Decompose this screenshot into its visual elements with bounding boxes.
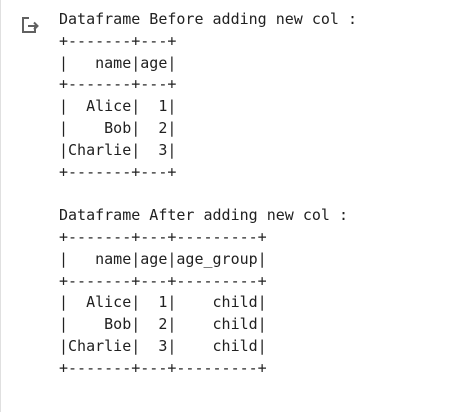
- table1-border-top: +-------+---+: [59, 31, 177, 50]
- output-redirect-icon[interactable]: [20, 15, 40, 35]
- table1-header-row: | name|age|: [59, 53, 177, 72]
- table2-row-alice: | Alice| 1| child|: [59, 293, 267, 312]
- blank-line: [59, 183, 357, 205]
- table2-border-header: +-------+---+---------+: [59, 271, 267, 290]
- table2-row-charlie: |Charlie| 3| child|: [59, 336, 267, 355]
- output-text: Dataframe Before adding new col : +------…: [59, 9, 357, 380]
- table1-border-bottom: +-------+---+: [59, 162, 177, 181]
- output-line-before-title: Dataframe Before adding new col :: [59, 10, 358, 28]
- table2-row-bob: | Bob| 2| child|: [59, 315, 267, 334]
- table1-row-charlie: |Charlie| 3|: [59, 140, 177, 159]
- table2-border-top: +-------+---+---------+: [59, 227, 267, 246]
- table2-border-bottom: +-------+---+---------+: [59, 358, 267, 377]
- table1-row-alice: | Alice| 1|: [59, 97, 177, 116]
- table2-header-row: | name|age|age_group|: [59, 249, 267, 268]
- table1-border-header: +-------+---+: [59, 75, 177, 94]
- output-line-after-title: Dataframe After adding new col :: [59, 206, 348, 225]
- table1-row-bob: | Bob| 2|: [59, 118, 177, 137]
